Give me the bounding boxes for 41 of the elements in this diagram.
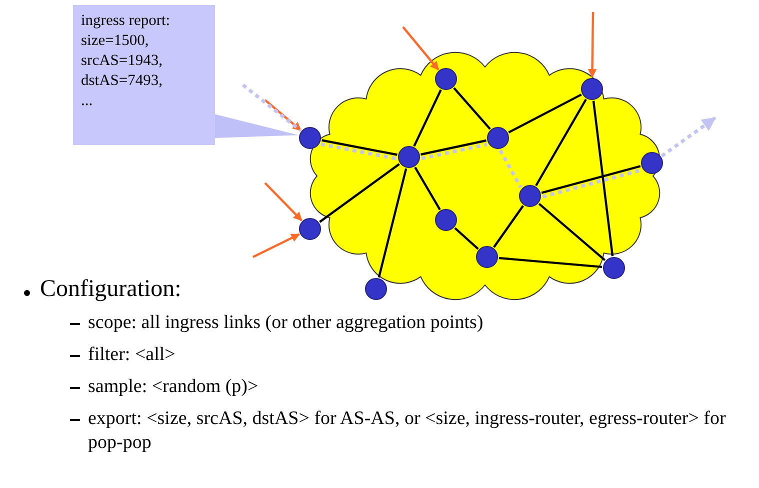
flow-path-line: [660, 116, 716, 158]
link-line: [413, 89, 442, 147]
ingress-arrow: [264, 182, 302, 222]
link-line: [498, 256, 602, 268]
link-line: [535, 98, 587, 186]
link-line: [414, 166, 441, 210]
router-node: [603, 257, 625, 279]
link-line: [493, 205, 524, 248]
report-text: dstAS=7493,: [81, 71, 164, 91]
bullet-item: scope: all ingress links (or other aggregation points): [88, 311, 484, 335]
link-line: [420, 139, 486, 156]
router-node: [299, 127, 321, 149]
link-line: [538, 202, 606, 262]
link-line: [541, 165, 641, 194]
link-line: [378, 168, 408, 278]
ingress-arrow: [264, 99, 302, 132]
bullet-item: sample: <random (p)>: [88, 375, 260, 399]
ingress-arrow: [588, 12, 597, 78]
report-text: ingress report:: [81, 11, 172, 31]
flow-path-line: [421, 142, 488, 160]
report-text: size=1500,: [81, 31, 150, 51]
callout-pointer: [215, 114, 298, 138]
report-text: srcAS=1943,: [81, 51, 164, 71]
flow-path-line: [242, 84, 302, 132]
bullet-item: export: <size, srcAS, dstAS> for AS-AS, or <size, ingress-router, egress-router> for pop-pop: [88, 407, 727, 455]
link-line: [508, 94, 582, 134]
router-node: [299, 218, 321, 240]
link-line: [453, 87, 491, 130]
ingress-arrow: [252, 233, 300, 258]
ingress-arrow: [402, 26, 440, 70]
link-line: [322, 139, 398, 156]
bullet-item: filter: <all>: [88, 343, 176, 367]
router-node: [365, 278, 387, 300]
bullet-heading: Configuration:: [40, 277, 182, 301]
link-line: [454, 227, 479, 250]
link-line: [592, 100, 614, 256]
flow-path-line: [498, 150, 522, 188]
flow-path-line: [320, 142, 397, 160]
report-text: ...: [81, 91, 94, 111]
link-line: [319, 163, 400, 223]
flow-path-line: [542, 168, 642, 198]
